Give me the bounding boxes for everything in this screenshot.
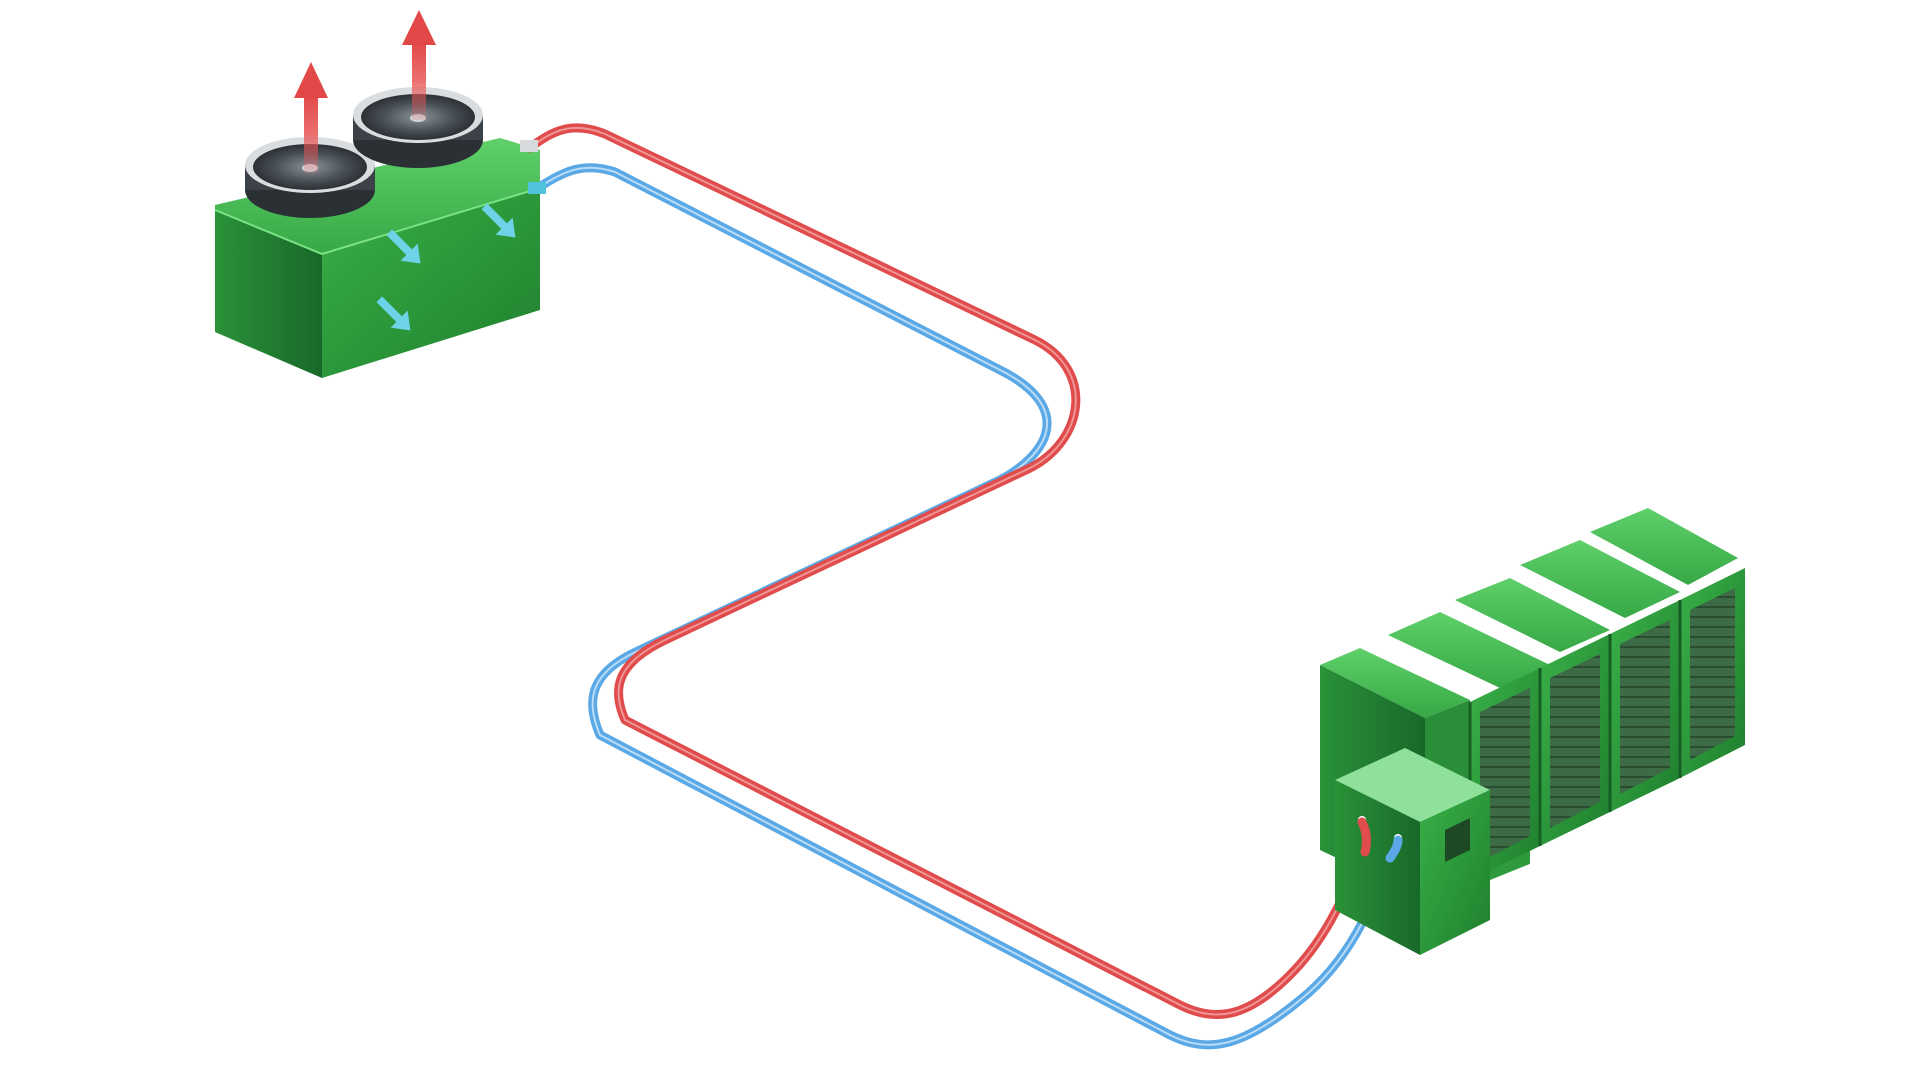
hot-supply-pipe: [525, 123, 1370, 1020]
intake-arrow-icon: [481, 203, 516, 238]
cold-return-pipe: [533, 163, 1395, 1050]
intake-arrow-icon: [376, 296, 411, 331]
pump-unit-icon: [1335, 748, 1490, 955]
intake-arrow-icon: [386, 229, 421, 264]
dry-cooler-icon: [214, 10, 541, 378]
exhaust-arrow-icon: [294, 62, 328, 173]
exhaust-arrow-icon: [402, 10, 436, 120]
pipe-connector-icon: [528, 182, 546, 194]
pipe-connector-icon: [520, 140, 538, 152]
